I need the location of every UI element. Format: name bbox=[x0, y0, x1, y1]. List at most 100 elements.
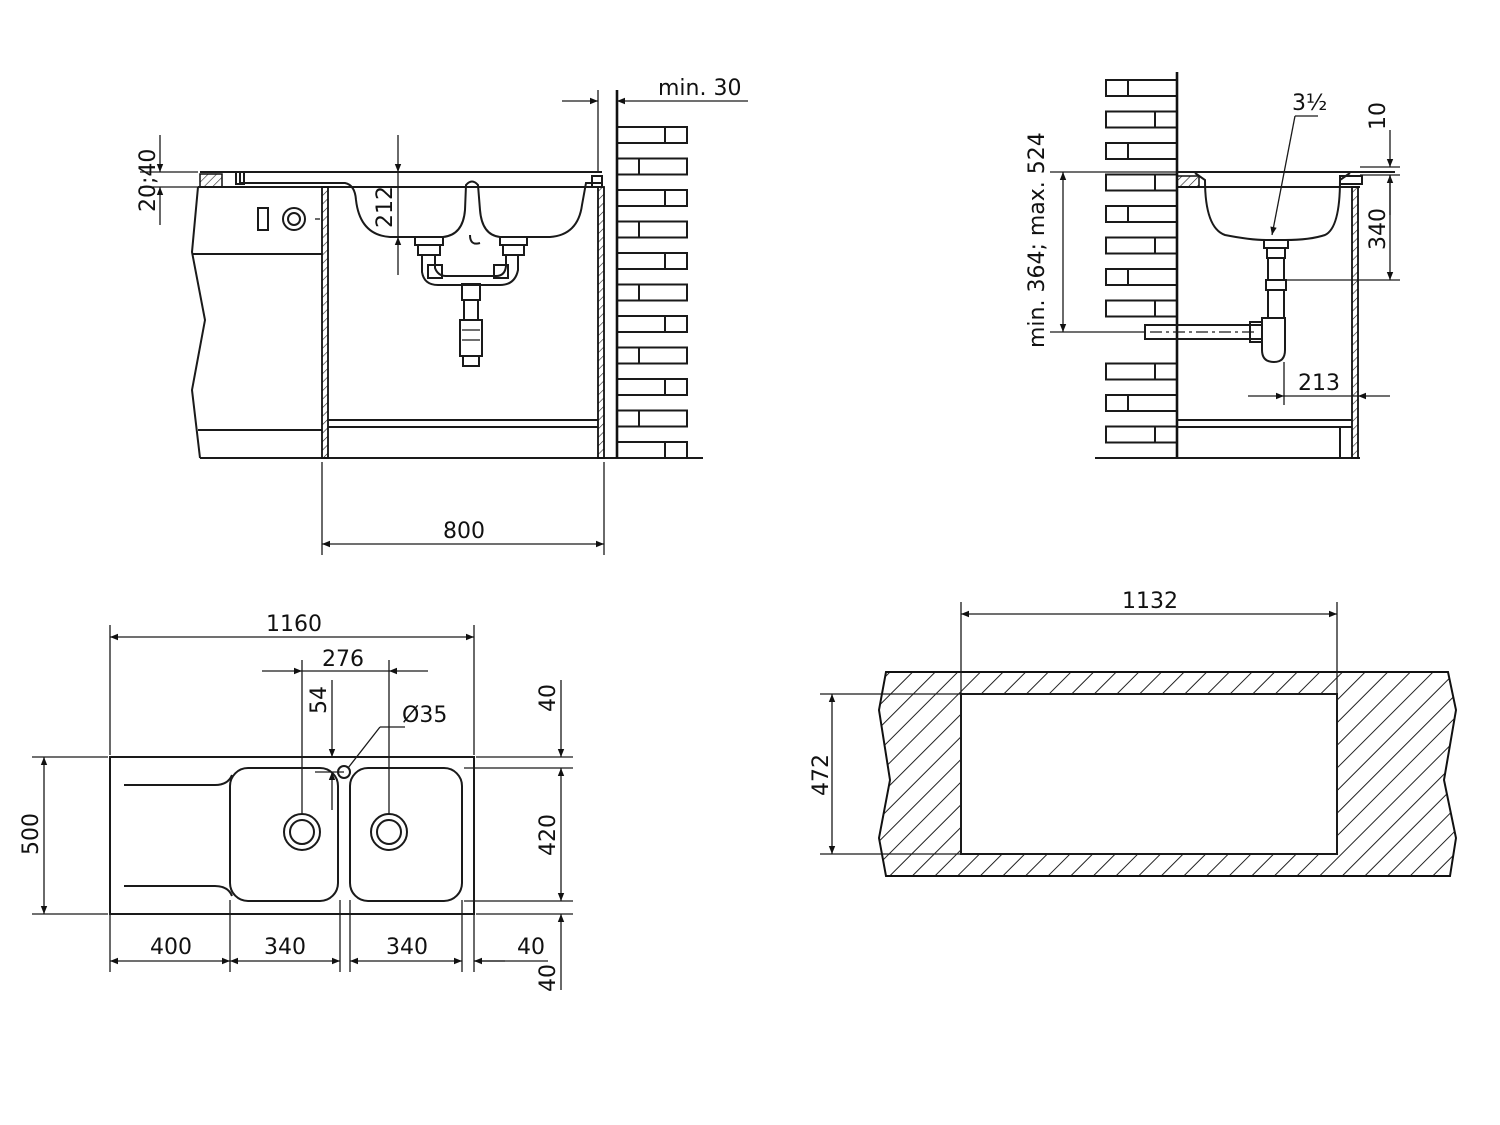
dim-drain-distance: 213 bbox=[1248, 362, 1390, 405]
brick-wall-side bbox=[1105, 79, 1178, 444]
brick bbox=[1154, 110, 1178, 129]
waste-trap-front bbox=[414, 234, 528, 367]
brick bbox=[616, 189, 666, 207]
dim-bowl-left-length-label: 340 bbox=[264, 935, 306, 960]
brick bbox=[1154, 173, 1178, 192]
brick bbox=[664, 315, 688, 333]
left-waste-outlet bbox=[283, 813, 321, 851]
brick bbox=[616, 283, 640, 302]
brick bbox=[638, 409, 688, 428]
dim-overall-width: 500 bbox=[19, 756, 108, 915]
brick bbox=[1127, 79, 1178, 97]
dim-top-margin-label: 40 bbox=[536, 684, 561, 712]
brick bbox=[1127, 142, 1178, 160]
dim-cabinet-width-label: 800 bbox=[443, 519, 485, 544]
cutout-view: 1132 472 bbox=[809, 589, 1458, 877]
dim-cutout-length-label: 1132 bbox=[1122, 589, 1178, 614]
dim-bottom-chain: 400 340 340 40 bbox=[109, 900, 548, 972]
dim-bowl-width-label: 420 bbox=[536, 814, 561, 856]
brick bbox=[664, 441, 688, 459]
brick bbox=[1105, 394, 1129, 412]
dim-rim-height-label: 20;40 bbox=[136, 149, 161, 212]
brick bbox=[1127, 205, 1178, 223]
dim-tap-offset: 54 bbox=[307, 680, 344, 810]
dim-bowl-depth-side-label: 340 bbox=[1366, 208, 1391, 250]
dim-bowl-depth-front-label: 212 bbox=[373, 186, 398, 228]
brick bbox=[638, 220, 688, 239]
brick bbox=[1154, 236, 1178, 255]
brick bbox=[1154, 299, 1178, 318]
dim-waste-size-label: 3½ bbox=[1292, 91, 1327, 116]
dim-cutout-width-label: 472 bbox=[809, 754, 834, 796]
brick bbox=[638, 157, 688, 176]
brick bbox=[1127, 268, 1178, 286]
dim-overall-length-label: 1160 bbox=[266, 612, 322, 637]
brick-wall-front bbox=[616, 126, 688, 459]
front-elevation-view: min. 30 20;40 212 800 bbox=[136, 76, 748, 555]
dim-cutout-width: 472 bbox=[809, 693, 961, 855]
right-bowl bbox=[349, 767, 463, 902]
brick bbox=[638, 346, 688, 365]
dim-rim-height: 20;40 bbox=[136, 135, 198, 225]
dim-drainer-length-label: 400 bbox=[150, 935, 192, 960]
dim-bowl-depth-front: 212 bbox=[373, 135, 402, 275]
brick bbox=[1105, 142, 1129, 160]
brick bbox=[664, 378, 688, 396]
dim-min-wall-gap: min. 30 bbox=[562, 76, 748, 172]
brick bbox=[1105, 362, 1156, 381]
brick bbox=[1105, 79, 1129, 97]
side-elevation-view: 3½ 10 340 min. 364; max. 524 213 bbox=[1025, 72, 1400, 459]
dim-right-margin-label: 40 bbox=[517, 935, 545, 960]
brick bbox=[1105, 299, 1156, 318]
sink-outline bbox=[109, 756, 475, 915]
dim-min-wall-gap-label: min. 30 bbox=[658, 76, 741, 101]
brick bbox=[616, 252, 666, 270]
brick bbox=[1105, 173, 1156, 192]
brick bbox=[1154, 425, 1178, 444]
dim-bowl-depth-side: 340 bbox=[1280, 175, 1400, 281]
brick bbox=[1105, 205, 1129, 223]
brick bbox=[616, 315, 666, 333]
cutout-opening bbox=[960, 693, 1338, 855]
left-bowl bbox=[229, 767, 339, 902]
dim-waste-size: 3½ bbox=[1270, 91, 1327, 236]
brick bbox=[664, 252, 688, 270]
brick bbox=[664, 189, 688, 207]
side-cabinet bbox=[1177, 186, 1359, 459]
brick bbox=[1105, 236, 1156, 255]
dim-bowl-spacing: 276 bbox=[262, 647, 428, 814]
sink-bowls-section bbox=[235, 171, 603, 238]
dim-top-offset: 10 bbox=[1360, 102, 1400, 215]
dim-bowl-spacing-label: 276 bbox=[322, 647, 364, 672]
dim-bowl-right-length-label: 340 bbox=[386, 935, 428, 960]
brick bbox=[1154, 362, 1178, 381]
plan-view: 1160 276 54 Ø35 500 bbox=[19, 612, 573, 992]
cabinet-panels bbox=[321, 186, 605, 459]
brick bbox=[616, 126, 666, 144]
drainer bbox=[124, 774, 233, 897]
brick bbox=[616, 157, 640, 176]
brick bbox=[664, 126, 688, 144]
brick bbox=[616, 409, 640, 428]
dim-overall-width-label: 500 bbox=[19, 813, 44, 855]
brick bbox=[1105, 268, 1129, 286]
dim-tap-offset-label: 54 bbox=[307, 686, 332, 714]
brick bbox=[616, 441, 666, 459]
brick bbox=[1105, 110, 1156, 129]
brick bbox=[616, 220, 640, 239]
side-worktop-sink bbox=[1176, 171, 1395, 241]
dim-cutout-length: 1132 bbox=[960, 589, 1338, 694]
worktop-section bbox=[877, 671, 1458, 877]
dim-drain-height: min. 364; max. 524 bbox=[1025, 132, 1177, 348]
dim-cabinet-width: 800 bbox=[321, 462, 605, 555]
dim-overall-length: 1160 bbox=[109, 612, 475, 755]
dim-right-vertical: 40 420 40 bbox=[464, 680, 573, 992]
dim-drain-height-label: min. 364; max. 524 bbox=[1025, 132, 1050, 348]
dim-tap-hole-label: Ø35 bbox=[402, 703, 447, 728]
worktop bbox=[199, 171, 602, 188]
brick bbox=[1105, 425, 1156, 444]
brick bbox=[616, 346, 640, 365]
brick bbox=[638, 283, 688, 302]
